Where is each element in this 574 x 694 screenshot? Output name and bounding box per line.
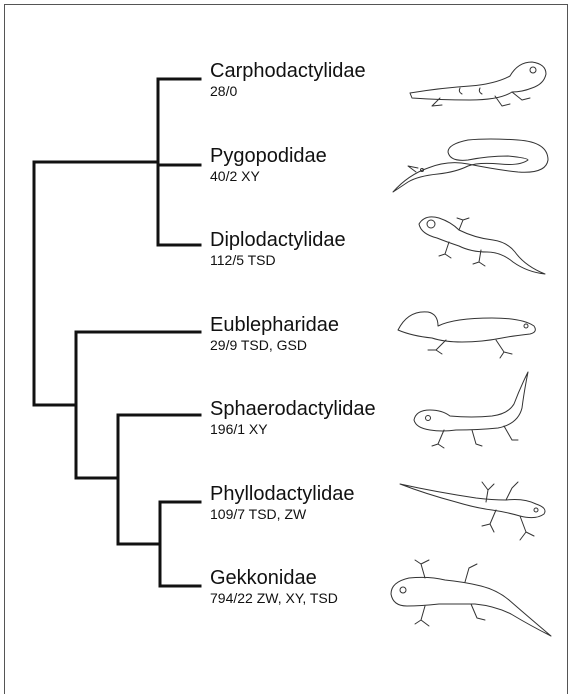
taxon-stats: 28/0 xyxy=(210,83,366,99)
taxon-name: Carphodactylidae xyxy=(210,60,366,82)
sphaerodactylid-gecko-icon xyxy=(408,370,538,460)
diplodactylid-gecko-icon xyxy=(415,212,555,287)
taxon-name: Eublepharidae xyxy=(210,314,339,336)
taxon-stats: 40/2 XY xyxy=(210,168,327,184)
taxon-diplodactylidae: Diplodactylidae 112/5 TSD xyxy=(210,229,346,268)
pygopodid-legless-lizard-icon xyxy=(388,130,553,200)
gekkonid-gecko-icon xyxy=(385,548,555,648)
taxon-stats: 112/5 TSD xyxy=(210,252,346,268)
taxon-sphaerodactylidae: Sphaerodactylidae 196/1 XY xyxy=(210,398,376,437)
taxon-phyllodactylidae: Phyllodactylidae 109/7 TSD, ZW xyxy=(210,483,355,522)
taxon-stats: 196/1 XY xyxy=(210,421,376,437)
taxon-name: Sphaerodactylidae xyxy=(210,398,376,420)
taxon-carphodactylidae: Carphodactylidae 28/0 xyxy=(210,60,366,99)
taxon-gekkonidae: Gekkonidae 794/22 ZW, XY, TSD xyxy=(210,567,338,606)
taxon-pygopodidae: Pygopodidae 40/2 XY xyxy=(210,145,327,184)
eublepharid-gecko-icon xyxy=(392,302,542,367)
taxon-name: Diplodactylidae xyxy=(210,229,346,251)
taxon-stats: 109/7 TSD, ZW xyxy=(210,506,355,522)
taxon-stats: 29/9 TSD, GSD xyxy=(210,337,339,353)
taxon-name: Gekkonidae xyxy=(210,567,338,589)
taxon-eublepharidae: Eublepharidae 29/9 TSD, GSD xyxy=(210,314,339,353)
taxon-stats: 794/22 ZW, XY, TSD xyxy=(210,590,338,606)
taxon-name: Pygopodidae xyxy=(210,145,327,167)
carphodactylid-gecko-icon xyxy=(400,48,550,113)
phyllodactylid-gecko-icon xyxy=(396,470,556,555)
taxon-name: Phyllodactylidae xyxy=(210,483,355,505)
